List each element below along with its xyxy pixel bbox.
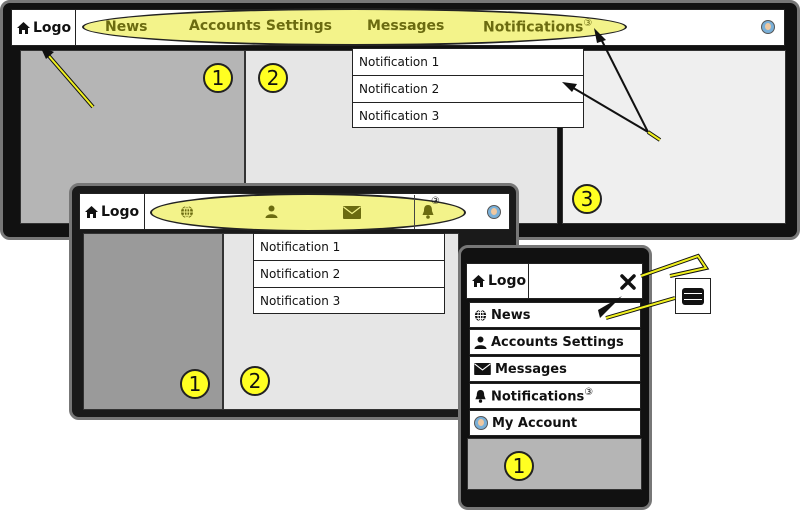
tablet-notification-badge: ③ (431, 196, 440, 207)
nav-notifications[interactable]: Notifications③ (483, 18, 592, 36)
arrow-line (605, 297, 676, 319)
envelope-icon (474, 363, 491, 375)
arrow-line (647, 131, 661, 141)
tablet-nav-divider (414, 195, 415, 229)
dropdown-item[interactable]: Notification 3 (260, 294, 341, 308)
bell-icon (475, 389, 486, 403)
user-icon (474, 336, 487, 349)
close-icon[interactable] (619, 273, 637, 291)
notification-badge: ③ (584, 387, 594, 399)
nav-messages[interactable]: Messages (367, 18, 445, 34)
nav-news[interactable]: News (105, 19, 148, 35)
nav-accounts-settings[interactable]: Accounts Settings (189, 18, 332, 34)
dropdown-item[interactable]: Notification 2 (254, 261, 444, 288)
region-number: 2 (258, 63, 288, 93)
bell-icon[interactable] (421, 204, 435, 219)
mobile-content (467, 438, 642, 490)
nav-notifications-label: Notifications (483, 19, 584, 36)
desktop-nav-highlight (82, 8, 627, 46)
user-icon[interactable] (265, 205, 278, 218)
desktop-notification-dropdown: Notification 1 Notification 2 Notificati… (352, 48, 584, 128)
mobile-menu-my-account[interactable]: My Account (469, 410, 641, 436)
avatar[interactable] (761, 20, 775, 34)
arrow-line (599, 36, 649, 133)
arrow-head (598, 296, 622, 318)
tablet-notification-dropdown: Notification 1 Notification 2 Notificati… (253, 233, 445, 314)
avatar[interactable] (487, 205, 501, 219)
arrow-head (562, 82, 577, 92)
region-number: 1 (203, 63, 233, 93)
logo-label: Logo (488, 273, 527, 289)
tablet-nav-highlight (150, 193, 466, 232)
home-icon (472, 275, 485, 287)
home-icon (85, 205, 98, 218)
tablet-logo[interactable]: Logo (80, 194, 145, 229)
logo-label: Logo (101, 203, 140, 220)
menu-label: News (491, 307, 531, 323)
mobile-menu-notifications[interactable]: Notifications③ (469, 383, 641, 409)
globe-icon (474, 308, 487, 322)
region-number: 3 (572, 184, 602, 214)
envelope-icon[interactable] (343, 206, 361, 219)
menu-label: Notifications③ (491, 387, 593, 404)
menu-label: My Account (492, 415, 578, 431)
menu-label: Accounts Settings (491, 334, 624, 350)
dropdown-item[interactable]: Notification 3 (359, 109, 440, 123)
tablet-sidebar (83, 233, 223, 410)
dropdown-item[interactable]: Notification 2 (353, 76, 583, 103)
arrow-line (47, 54, 94, 108)
arrow-head (594, 28, 606, 43)
home-icon (17, 21, 30, 34)
menu-toggle-box[interactable] (675, 278, 711, 314)
hamburger-icon (682, 288, 704, 305)
region-number: 1 (504, 451, 534, 481)
desktop-logo[interactable]: Logo (12, 10, 76, 45)
logo-label: Logo (33, 19, 72, 36)
mobile-logo[interactable]: Logo (467, 264, 529, 298)
arrow-head (40, 46, 54, 59)
region-number: 1 (180, 369, 210, 399)
region-number: 2 (240, 366, 270, 396)
mobile-menu-accounts-settings[interactable]: Accounts Settings (469, 329, 641, 355)
globe-icon[interactable] (180, 205, 194, 219)
menu-label-text: Notifications (491, 389, 585, 405)
dropdown-item[interactable]: Notification 1 (353, 49, 583, 76)
notification-badge: ③ (583, 18, 593, 29)
menu-label: Messages (495, 361, 567, 377)
dropdown-item[interactable]: Notification 1 (254, 234, 444, 261)
mobile-menu-messages[interactable]: Messages (469, 356, 641, 382)
arrow-line (640, 254, 708, 277)
avatar (474, 416, 488, 430)
arrow-line (569, 85, 649, 133)
